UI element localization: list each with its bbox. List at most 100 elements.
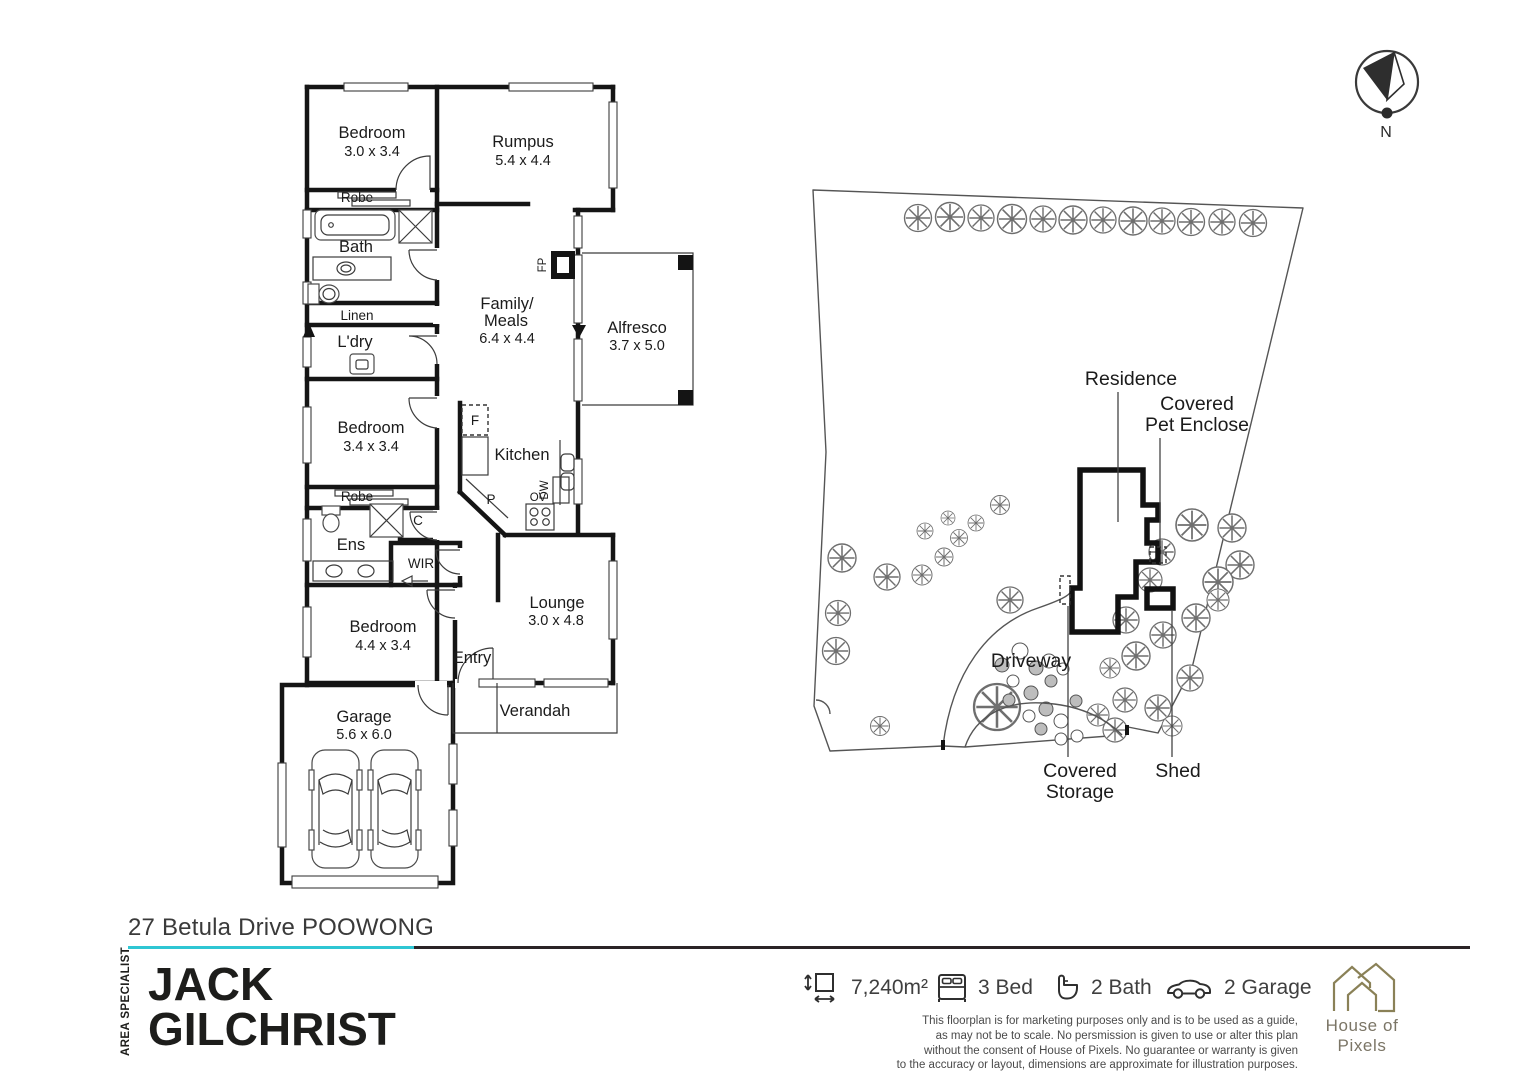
dims-lounge: 3.0 x 4.8 [528,613,584,629]
pet-enclose-dashed [1149,546,1167,564]
label-garage: Garage [336,708,391,726]
label-residence: Residence [1085,368,1177,390]
label-storage-1: Covered [1043,760,1117,782]
label-linen: Linen [340,308,373,323]
north-label: N [1380,124,1392,141]
label-alfresco: Alfresco [607,319,667,337]
label-wir: WIR [408,556,434,571]
label-robe2: Robe [341,489,373,504]
tree-cluster [1086,508,1255,743]
dims-alfresco: 3.7 x 5.0 [609,338,665,354]
label-rumpus: Rumpus [492,133,553,151]
dims-rumpus: 5.4 x 4.4 [495,153,551,169]
stat-baths: 2 Bath [1052,972,1152,1004]
arrow-left-marker [400,575,428,587]
label-fp: FP [537,257,549,272]
accent-rule-cyan [128,946,414,949]
dims-garage: 5.6 x 6.0 [336,727,392,743]
stat-beds-value: 3 Bed [978,976,1033,999]
stat-baths-value: 2 Bath [1091,976,1152,999]
dims-bedroom3: 4.4 x 3.4 [355,638,411,654]
label-pantry: P [486,492,495,507]
shower [398,209,433,244]
label-closet: C [413,513,423,528]
alfresco-post [678,255,693,270]
label-oven: OV [530,492,547,504]
car [367,749,422,869]
label-fridge: F [471,413,479,428]
house-of-pixels-icon [1332,962,1396,1013]
label-family-2: Meals [484,312,528,330]
siteplan-group: Residence Covered Pet Enclose Driveway C… [812,189,1304,803]
shed-outline [1144,586,1176,611]
label-shed: Shed [1155,760,1201,782]
toilet [307,283,340,305]
agent-last-name: GILCHRIST [148,1003,396,1056]
brand-area-specialist: AREA SPECIALIST [120,946,132,1056]
disclaimer-line: as may not be to scale. No persmission i… [935,1029,1298,1042]
bed-icon [938,974,966,1002]
agent-name: JACK GILCHRIST [148,958,396,1056]
room-labels: Bedroom 3.0 x 3.4 Rumpus 5.4 x 4.4 Robe … [336,124,667,743]
dims-bedroom1: 3.0 x 3.4 [344,144,400,160]
stat-garage: 2 Garage [1163,972,1312,1004]
fixtures-layer [303,209,586,869]
accent-rule-dark [414,946,1470,949]
bath-icon [1058,974,1078,1000]
stat-land-area-value: 7,240m² [851,976,929,999]
dims-bedroom2: 3.4 x 3.4 [343,439,399,455]
garage-door [291,875,439,889]
disclaimer-text: This floorplan is for marketing purposes… [897,1014,1298,1073]
stat-garage-value: 2 Garage [1224,976,1312,999]
arrow-up-marker [303,323,315,337]
door-gaps-layer [396,186,493,690]
laundry-trough [349,353,375,375]
label-lounge: Lounge [529,594,584,612]
area-icon [804,973,835,1003]
label-dishwasher: DW [539,480,551,499]
label-verandah: Verandah [500,702,571,720]
arrow-down-marker [572,325,586,338]
windows-layer [277,82,618,848]
storage-dashed [1059,575,1071,605]
car [308,749,363,869]
doors-layer [395,155,494,716]
label-robe1: Robe [341,190,373,205]
ens-vanity [312,560,394,582]
label-bedroom1: Bedroom [339,124,406,142]
north-needle-outline [1385,51,1405,103]
disclaimer-line: to the accuracy or layout, dimensions ar… [896,1059,1298,1072]
ens-shower [369,503,404,538]
shrub-cluster [994,642,1084,746]
floorplan-group: Bedroom 3.0 x 3.4 Rumpus 5.4 x 4.4 Robe … [277,82,694,889]
label-bedroom3: Bedroom [350,618,417,636]
label-pet-enclose-2: Pet Enclose [1145,414,1249,436]
label-ens: Ens [337,536,365,554]
outlines-layer [291,191,694,889]
label-bath: Bath [339,238,373,256]
label-storage-2: Storage [1046,781,1114,803]
residence-outline [1069,467,1161,635]
scattered-trees [821,494,1024,737]
label-pet-enclose-1: Covered [1160,393,1234,415]
stat-beds: 3 Bed [935,972,1033,1004]
label-driveway: Driveway [991,650,1071,672]
driveway-curves [815,589,1129,750]
property-address: 27 Betula Drive POOWONG [128,914,435,941]
alfresco-post [678,390,693,405]
agent-first-name: JACK [148,958,274,1010]
label-entry: Entry [453,649,492,667]
fireplace [551,251,575,279]
leader-lines [1067,392,1173,757]
label-family-1: Family/ [480,295,534,313]
dims-family: 6.4 x 4.4 [479,331,535,347]
garage-icon [1167,979,1211,999]
north-arrow: N [1354,49,1420,141]
bathtub [314,209,396,241]
label-ldry: L'dry [337,333,373,351]
kitchen-fixtures [461,404,575,531]
house-of-pixels-wordmark: House of Pixels [1325,1016,1399,1055]
disclaimer-line: This floorplan is for marketing purposes… [922,1015,1298,1027]
